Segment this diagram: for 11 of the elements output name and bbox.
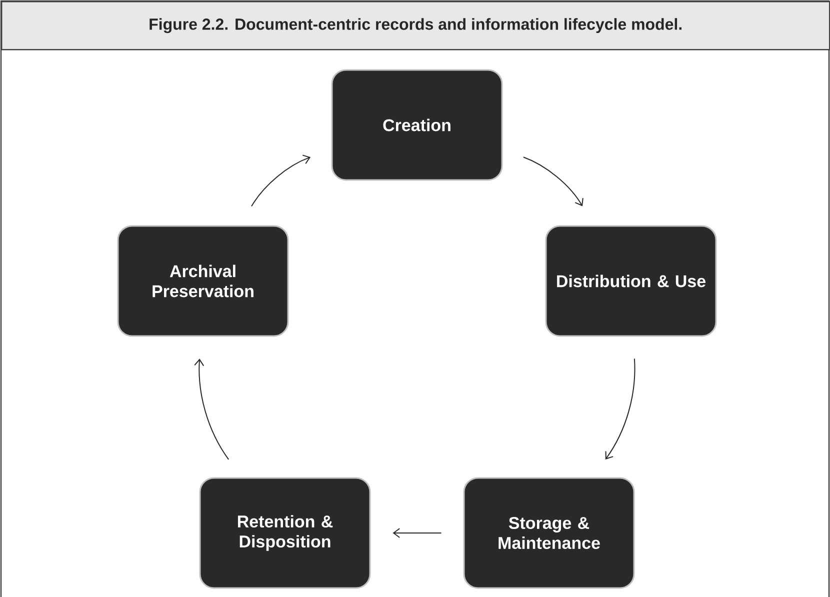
arrow xyxy=(251,154,311,207)
stage-box: Distribution & Use xyxy=(545,225,717,337)
stage-box: Retention & Disposition xyxy=(199,477,371,589)
arrow xyxy=(605,358,636,460)
title-bar: Figure 2.2. Document-centric records and information lifecycle model. xyxy=(1,1,830,50)
arrow xyxy=(392,528,442,538)
arrow xyxy=(194,358,230,460)
stage-box: Creation xyxy=(331,69,503,181)
stage-box: Storage & Maintenance xyxy=(463,477,635,589)
stage-box: Archival Preservation xyxy=(117,225,289,337)
arrow xyxy=(522,156,584,206)
